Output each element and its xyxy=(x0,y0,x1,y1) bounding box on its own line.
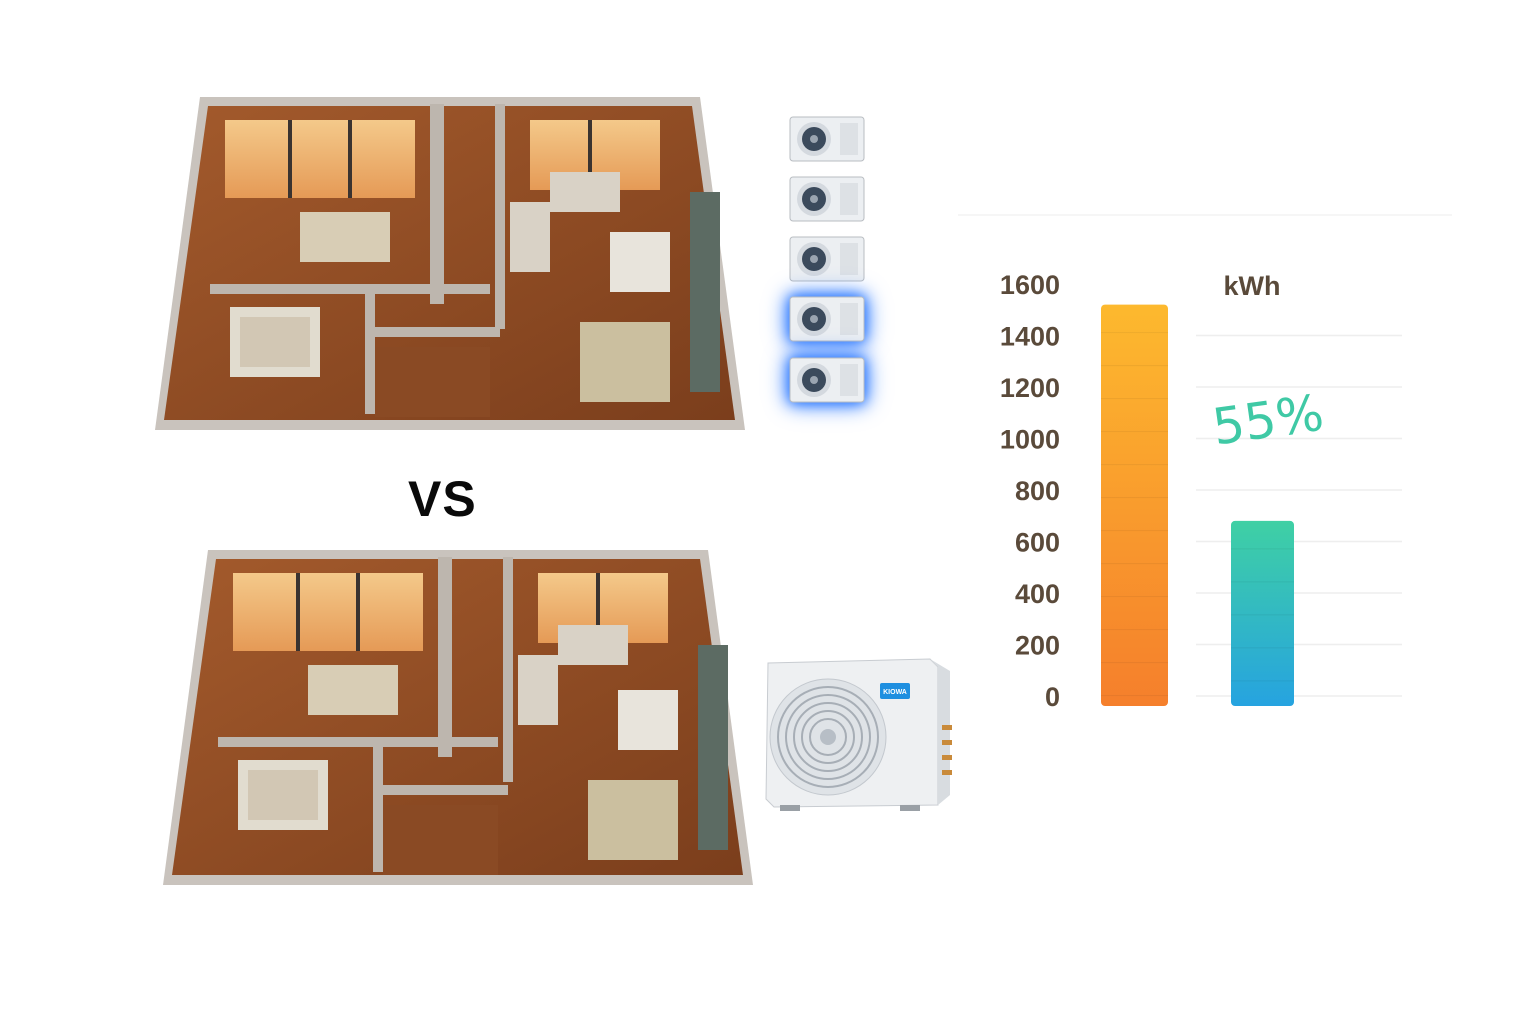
y-tick-label: 1400 xyxy=(1000,322,1060,352)
vs-label: VS xyxy=(408,471,477,527)
y-tick-label: 0 xyxy=(1045,682,1060,712)
y-tick-label: 1000 xyxy=(1000,425,1060,455)
y-tick-label: 400 xyxy=(1015,579,1060,609)
brand-logo: KIOWA xyxy=(883,689,907,696)
y-tick-label: 200 xyxy=(1015,631,1060,661)
y-tick-label: 1600 xyxy=(1000,270,1060,300)
outdoor-ac-unit-icon xyxy=(789,176,865,222)
unit-label: kWh xyxy=(1224,271,1281,301)
bar-single-unit xyxy=(1231,520,1294,706)
outdoor-ac-unit-icon-highlighted xyxy=(789,357,865,403)
outdoor-ac-unit-icon xyxy=(789,116,865,162)
multi-split-outdoor-unit-icon: KIOWA xyxy=(765,658,952,811)
outdoor-ac-unit-icon-highlighted xyxy=(789,296,865,342)
savings-percent: 55% xyxy=(1209,384,1327,457)
bar-multi-unit xyxy=(1101,304,1168,706)
y-tick-label: 800 xyxy=(1015,476,1060,506)
y-tick-label: 1200 xyxy=(1000,373,1060,403)
y-tick-label: 600 xyxy=(1015,528,1060,558)
outdoor-ac-unit-icon xyxy=(789,236,865,282)
apartment-floorplan-bottom xyxy=(163,550,753,885)
energy-consumption-chart: 1600 1400 1200 1000 800 600 400 200 0 kWh 55% xyxy=(958,214,1452,712)
apartment-floorplan-top xyxy=(155,97,745,430)
